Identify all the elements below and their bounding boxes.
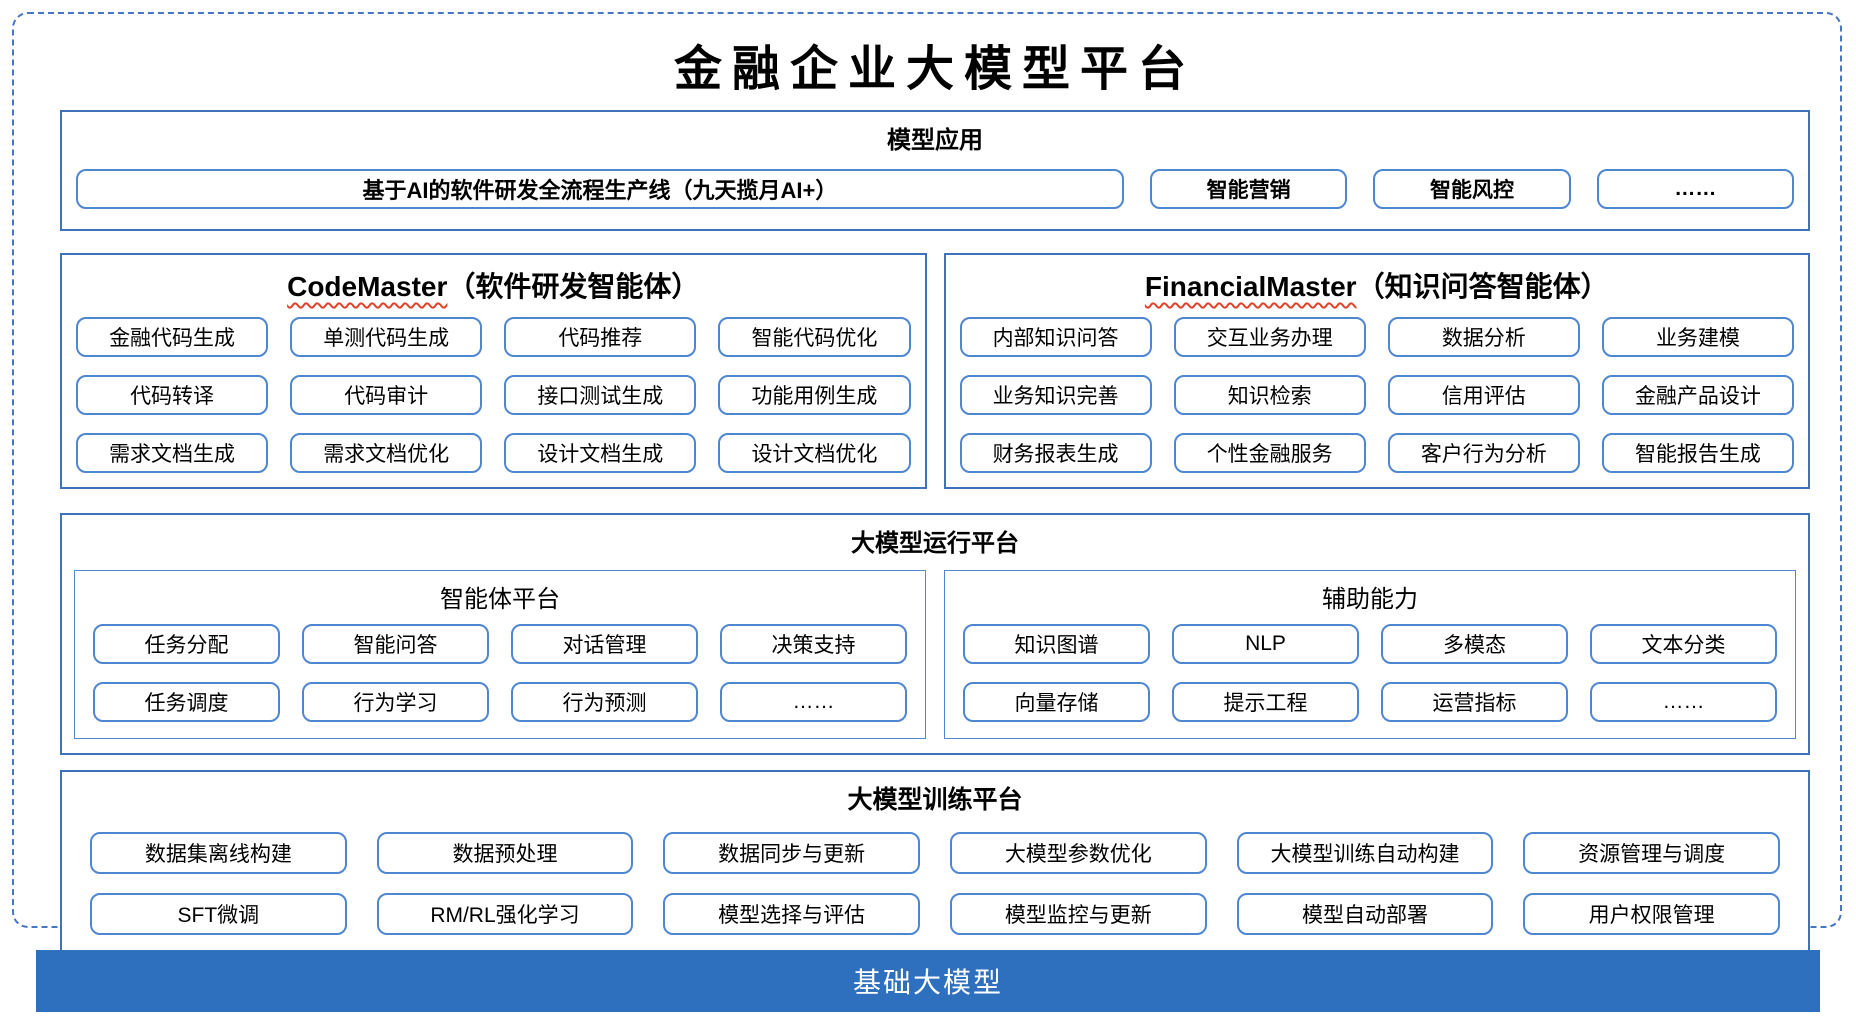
code-master-grid: 金融代码生成单测代码生成代码推荐智能代码优化代码转译代码审计接口测试生成功能用例… (76, 317, 911, 473)
training-capability-box: SFT微调 (90, 893, 347, 935)
section-model-applications: 模型应用 基于AI的软件研发全流程生产线（九天揽月AI+） 智能营销智能风控 …… (60, 110, 1810, 231)
training-capability-box: 资源管理与调度 (1523, 832, 1780, 874)
financial-master-capability-box: 金融产品设计 (1601, 375, 1794, 415)
agent-platform-capability-box: 行为预测 (511, 682, 698, 722)
agent-platform-capability-box: …… (720, 682, 907, 722)
auxiliary-capabilities-header: 辅助能力 (1322, 586, 1418, 613)
training-capability-box: 用户权限管理 (1523, 893, 1780, 935)
training-capability-box: 模型选择与评估 (663, 893, 920, 935)
training-platform-grid: 数据集离线构建数据预处理数据同步与更新大模型参数优化大模型训练自动构建资源管理与… (90, 832, 1780, 935)
section-runtime-platform: 大模型运行平台 智能体平台 任务分配智能问答对话管理决策支持任务调度行为学习行为… (60, 513, 1810, 755)
financial-master-capability-box: 内部知识问答 (959, 317, 1152, 357)
code-master-capability-box: 代码审计 (290, 375, 483, 415)
code-master-capability-box: 接口测试生成 (504, 375, 697, 415)
financial-master-capability-box: 业务建模 (1601, 317, 1794, 357)
financial-master-capability-box: 交互业务办理 (1173, 317, 1366, 357)
auxiliary-capability-box: 文本分类 (1590, 624, 1777, 664)
agents-row: CodeMaster（软件研发智能体） 金融代码生成单测代码生成代码推荐智能代码… (60, 253, 1810, 489)
agent-platform-capability-box: 智能问答 (302, 624, 489, 664)
financial-master-title-zh: （知识问答智能体） (1356, 271, 1609, 302)
page-title: 金融企业大模型平台 (673, 41, 1196, 97)
training-capability-box: 大模型参数优化 (949, 832, 1207, 874)
panel-financial-master: FinancialMaster（知识问答智能体） 内部知识问答交互业务办理数据分… (943, 253, 1810, 489)
panel-agent-platform: 智能体平台 任务分配智能问答对话管理决策支持任务调度行为学习行为预测 …… (74, 570, 926, 739)
training-capability-box: 模型自动部署 (1236, 893, 1494, 935)
code-master-capability-box: 设计文档优化 (718, 433, 911, 473)
ai-pipeline-box: 基于AI的软件研发全流程生产线（九天揽月AI+） (76, 169, 1124, 209)
financial-master-grid: 内部知识问答交互业务办理数据分析业务建模业务知识完善知识检索信用评估金融产品设计… (959, 317, 1794, 473)
financial-master-capability-box: 客户行为分析 (1387, 433, 1580, 473)
code-master-capability-box: 智能代码优化 (718, 317, 911, 357)
runtime-platform-header: 大模型运行平台 (851, 530, 1019, 557)
financial-master-capability-box: 数据分析 (1387, 317, 1580, 357)
code-master-capability-box: 功能用例生成 (718, 375, 911, 415)
financial-master-title-en: FinancialMaster (1144, 271, 1357, 302)
application-box: 智能风控 (1373, 169, 1571, 209)
code-master-capability-box: 需求文档生成 (76, 433, 269, 473)
training-capability-box: 数据集离线构建 (90, 832, 347, 874)
code-master-capability-box: 设计文档生成 (504, 433, 697, 473)
auxiliary-capability-box: 运营指标 (1381, 682, 1568, 722)
training-capability-box: RM/RL强化学习 (376, 893, 634, 935)
training-capability-box: 数据同步与更新 (663, 832, 920, 874)
code-master-header: CodeMaster（软件研发智能体） (76, 265, 911, 305)
agent-platform-capability-box: 决策支持 (720, 624, 907, 664)
financial-master-capability-box: 智能报告生成 (1601, 433, 1794, 473)
model-applications-items: 智能营销智能风控 …… (1149, 169, 1794, 209)
platform-outline: 金融企业大模型平台 模型应用 基于AI的软件研发全流程生产线（九天揽月AI+） … (12, 12, 1842, 955)
agent-platform-grid: 任务分配智能问答对话管理决策支持任务调度行为学习行为预测 …… (93, 624, 907, 722)
auxiliary-capability-box: 向量存储 (963, 682, 1150, 722)
auxiliary-capability-box: 知识图谱 (963, 624, 1150, 664)
code-master-capability-box: 需求文档优化 (290, 433, 483, 473)
agent-platform-capability-box: 任务调度 (93, 682, 280, 722)
model-applications-header: 模型应用 (887, 127, 983, 154)
agent-platform-capability-box: 对话管理 (511, 624, 698, 664)
model-applications-row: 基于AI的软件研发全流程生产线（九天揽月AI+） 智能营销智能风控 …… (76, 169, 1794, 209)
code-master-capability-box: 单测代码生成 (290, 317, 483, 357)
financial-master-capability-box: 个性金融服务 (1173, 433, 1366, 473)
application-box: …… (1596, 169, 1794, 209)
financial-master-capability-box: 知识检索 (1173, 375, 1366, 415)
code-master-capability-box: 代码转译 (76, 375, 269, 415)
code-master-title-zh: （软件研发智能体） (447, 271, 700, 302)
code-master-title-en: CodeMaster (287, 271, 448, 302)
financial-master-capability-box: 财务报表生成 (959, 433, 1152, 473)
code-master-capability-box: 金融代码生成 (76, 317, 269, 357)
financial-master-capability-box: 业务知识完善 (959, 375, 1152, 415)
code-master-capability-box: 代码推荐 (504, 317, 697, 357)
foundation-model-bar: 基础大模型 (36, 950, 1820, 1012)
auxiliary-capability-box: …… (1590, 682, 1777, 722)
runtime-panels: 智能体平台 任务分配智能问答对话管理决策支持任务调度行为学习行为预测 …… 辅助能… (74, 570, 1796, 739)
training-platform-header: 大模型训练平台 (847, 786, 1023, 814)
application-box: 智能营销 (1149, 169, 1348, 209)
auxiliary-capabilities-grid: 知识图谱 NLP 多模态文本分类向量存储提示工程运营指标 …… (963, 624, 1777, 722)
auxiliary-capability-box: NLP (1172, 624, 1359, 664)
training-capability-box: 数据预处理 (376, 832, 634, 874)
section-training-platform: 大模型训练平台 数据集离线构建数据预处理数据同步与更新大模型参数优化大模型训练自… (60, 770, 1810, 955)
auxiliary-capability-box: 提示工程 (1172, 682, 1359, 722)
financial-master-header: FinancialMaster（知识问答智能体） (960, 265, 1795, 305)
agent-platform-capability-box: 任务分配 (93, 624, 280, 664)
panel-code-master: CodeMaster（软件研发智能体） 金融代码生成单测代码生成代码推荐智能代码… (60, 253, 927, 489)
training-capability-box: 模型监控与更新 (949, 893, 1207, 935)
auxiliary-capability-box: 多模态 (1381, 624, 1568, 664)
training-capability-box: 大模型训练自动构建 (1236, 832, 1494, 874)
foundation-model-label: 基础大模型 (852, 967, 1003, 998)
financial-master-capability-box: 信用评估 (1387, 375, 1580, 415)
agent-platform-capability-box: 行为学习 (302, 682, 489, 722)
panel-auxiliary-capabilities: 辅助能力 知识图谱 NLP 多模态文本分类向量存储提示工程运营指标 …… (944, 570, 1796, 739)
agent-platform-header: 智能体平台 (440, 586, 560, 613)
